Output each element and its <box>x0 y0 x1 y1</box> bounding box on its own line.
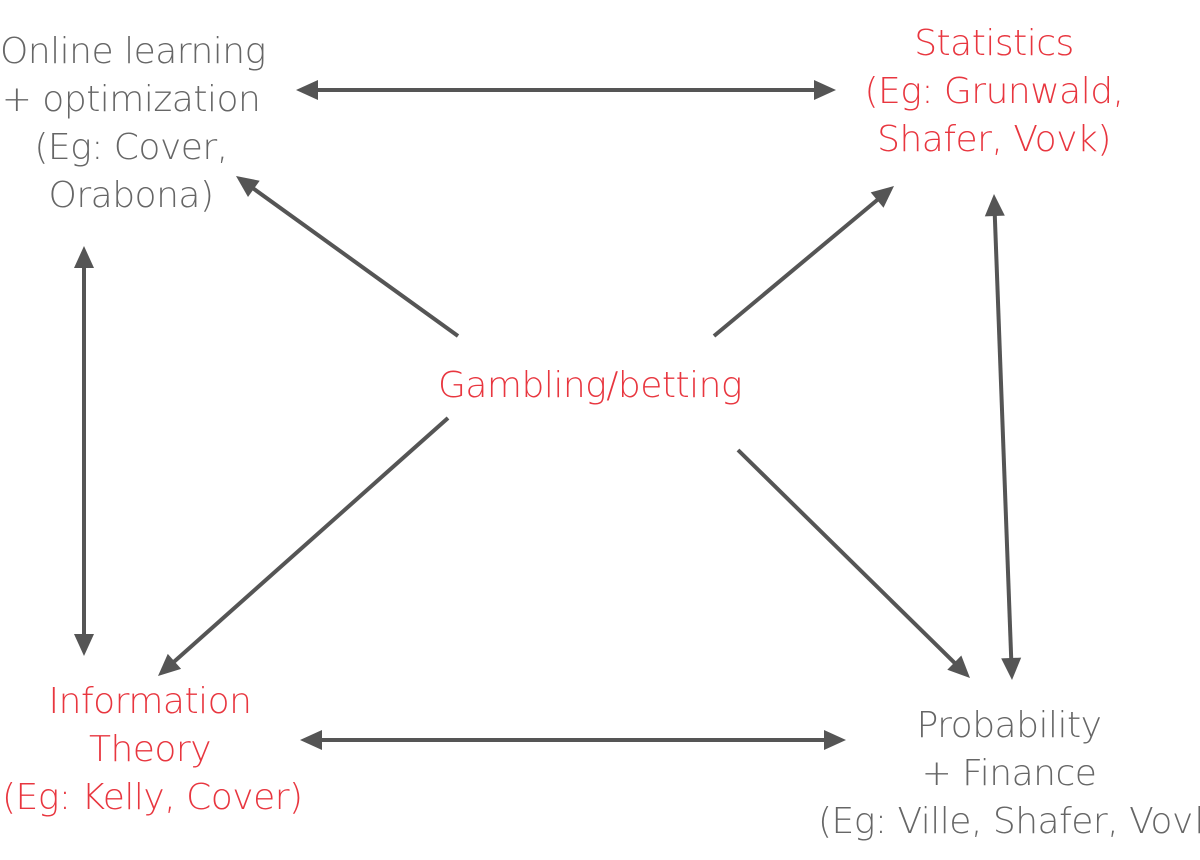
node-gambling-betting: Gambling/betting <box>430 362 750 410</box>
node-online-line-4: Orabona) <box>48 175 215 216</box>
arrowhead-online-statistics-end <box>814 80 836 100</box>
node-statistics-line-1: Statistics <box>914 23 1074 64</box>
arrowhead-online-statistics-start <box>296 80 318 100</box>
node-probability-finance: Probability + Finance (Eg: Ville, Shafer… <box>818 702 1200 846</box>
edge-center-information <box>168 416 450 667</box>
arrowhead-center-statistics-end <box>870 186 894 208</box>
node-online-learning: Online learning + optimization (Eg: Cove… <box>0 28 266 220</box>
node-info-line-3: (Eg: Kelly, Cover) <box>2 777 303 818</box>
arrowhead-online-information-end <box>74 634 94 656</box>
arrowhead-statistics-probability-start <box>984 194 1005 217</box>
node-info-line-2: Theory <box>88 729 212 770</box>
edge-center-online <box>247 183 460 338</box>
edge-statistics-probability <box>992 209 1014 665</box>
arrowhead-center-information-end <box>158 653 182 676</box>
node-info-line-1: Information <box>48 681 252 722</box>
arrowhead-center-online-end <box>236 176 260 197</box>
node-online-line-1: Online learning <box>0 31 266 72</box>
node-statistics: Statistics (Eg: Grunwald, Shafer, Vovk) <box>860 20 1128 164</box>
arrowhead-center-probability-end <box>947 655 970 678</box>
arrowhead-information-probability-end <box>824 730 846 750</box>
edge-center-probability <box>736 448 960 669</box>
arrowhead-information-probability-start <box>300 730 322 750</box>
node-prob-line-1: Probability <box>916 705 1102 746</box>
node-statistics-line-2: (Eg: Grunwald, <box>864 71 1124 112</box>
node-center-line-1: Gambling/betting <box>437 365 743 406</box>
node-information-theory: Information Theory (Eg: Kelly, Cover) <box>2 678 303 822</box>
node-online-line-2: + optimization <box>1 79 261 120</box>
node-statistics-line-3: Shafer, Vovk) <box>877 119 1111 160</box>
node-prob-line-3: (Eg: Ville, Shafer, Vovk) <box>818 801 1200 842</box>
node-online-line-3: (Eg: Cover, <box>34 127 228 168</box>
arrowhead-online-information-start <box>74 246 94 268</box>
edge-center-statistics <box>712 194 883 338</box>
node-prob-line-2: + Finance <box>921 753 1097 794</box>
arrowhead-statistics-probability-end <box>1001 657 1022 680</box>
